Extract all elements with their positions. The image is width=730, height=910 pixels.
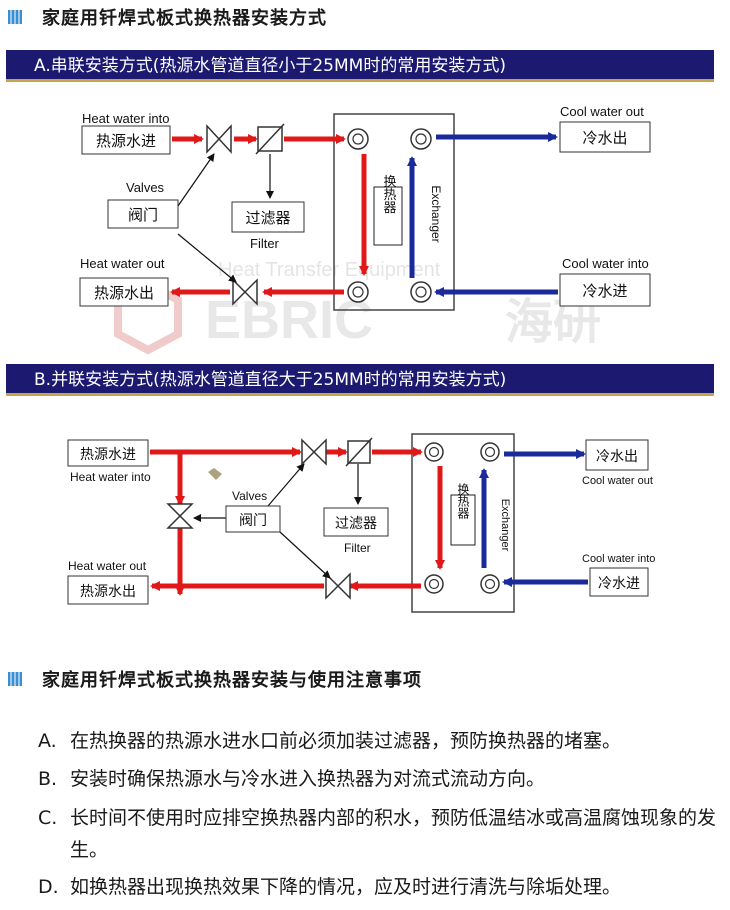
note-letter: A. bbox=[38, 730, 57, 752]
label-cool-in-en: Cool water into bbox=[562, 256, 649, 271]
section-title: 家庭用钎焊式板式换热器安装方式 bbox=[42, 8, 327, 29]
exchanger-body bbox=[333, 113, 455, 311]
label-valves-cn: 阀门 bbox=[128, 206, 158, 224]
port-cool-out-b bbox=[480, 442, 500, 462]
label-cool-in-cn-b: 冷水进 bbox=[598, 576, 640, 592]
watermark-subtitle: Heat Transfer Equipment bbox=[218, 259, 441, 281]
valve-outlet-icon bbox=[232, 278, 258, 306]
label-valves-en-b: Valves bbox=[232, 489, 267, 503]
box-cool-out bbox=[559, 121, 651, 153]
box-heat-in-b bbox=[67, 439, 149, 467]
note-text: 在热换器的热源水进水口前必须加装过滤器，预防换热器的堵塞。 bbox=[70, 730, 622, 752]
note-item: D. 如换热器出现换热效果下降的情况，应及时进行清洗与除垢处理。 bbox=[38, 871, 728, 903]
box-heat-out-b bbox=[67, 575, 149, 605]
note-text: 长时间不使用时应排空换热器内部的积水，预防低温结冰或高温腐蚀现象的发生。 bbox=[70, 807, 717, 861]
port-cool-in-b bbox=[480, 574, 500, 594]
watermark-brand: EBRIC bbox=[205, 290, 373, 350]
bullet-icon bbox=[8, 672, 22, 686]
decorative-mark bbox=[208, 468, 222, 480]
watermark: Heat Transfer Equipment EBRIC 海研 bbox=[114, 259, 601, 355]
exchanger-label-en: Exchanger bbox=[429, 185, 443, 242]
label-heat-out-cn: 热源水出 bbox=[94, 284, 154, 302]
exchanger-label-box bbox=[373, 186, 403, 246]
port-hot-in-b bbox=[424, 442, 444, 462]
port-cool-out bbox=[410, 128, 432, 150]
port-cool-in bbox=[410, 281, 432, 303]
label-heat-in-cn: 热源水进 bbox=[96, 132, 156, 150]
box-filter bbox=[231, 201, 305, 233]
filter-icon bbox=[255, 123, 285, 155]
section-header-precautions: 家庭用钎焊式板式换热器安装与使用注意事项 bbox=[0, 664, 422, 694]
pointer-valves-b-bottom bbox=[279, 531, 331, 579]
note-letter: B. bbox=[38, 768, 58, 790]
box-cool-in-b bbox=[589, 567, 649, 597]
filter-b-icon bbox=[345, 437, 373, 467]
note-item: A. 在热换器的热源水进水口前必须加装过滤器，预防换热器的堵塞。 bbox=[38, 725, 728, 757]
note-text: 安装时确保热源水与冷水进入换热器为对流式流动方向。 bbox=[70, 768, 546, 790]
note-item: B. 安装时确保热源水与冷水进入换热器为对流式流动方向。 bbox=[38, 763, 728, 795]
banner-series-installation: A.串联安装方式(热源水管道直径小于25MM时的常用安装方式) bbox=[6, 50, 714, 82]
box-heat-out bbox=[79, 277, 169, 307]
exchanger-label-cn: 换热器 bbox=[381, 175, 397, 215]
note-text: 如换热器出现换热效果下降的情况，应及时进行清洗与除垢处理。 bbox=[70, 876, 622, 898]
valve-inlet-icon bbox=[206, 124, 232, 154]
bullet-icon bbox=[8, 10, 22, 24]
box-cool-out-b bbox=[585, 439, 649, 471]
box-valves-b bbox=[225, 505, 281, 533]
pointer-valves-top bbox=[177, 153, 215, 207]
diagram-series-installation: Heat Transfer Equipment EBRIC 海研 换热器 Exc… bbox=[79, 104, 651, 355]
label-valves-cn-b: 阀门 bbox=[239, 513, 267, 529]
port-hot-in bbox=[347, 128, 369, 150]
exchanger-label-cn-b: 换热器 bbox=[456, 483, 470, 520]
port-hot-out bbox=[347, 281, 369, 303]
valve-outlet-b-icon bbox=[325, 572, 351, 600]
label-heat-out-en: Heat water out bbox=[80, 256, 165, 271]
box-valves bbox=[107, 199, 179, 229]
box-heat-in bbox=[81, 125, 171, 155]
label-cool-out-cn: 冷水出 bbox=[582, 129, 627, 147]
label-heat-out-en-b: Heat water out bbox=[68, 559, 147, 573]
exchanger-body-b bbox=[411, 433, 515, 613]
label-filter-cn: 过滤器 bbox=[245, 209, 290, 227]
exchanger-label-box-b bbox=[450, 494, 476, 546]
valve-inlet-b-icon bbox=[301, 438, 327, 466]
diagram-parallel-installation: 换热器 Exchanger 热源水进 Heat water into Valve… bbox=[67, 433, 655, 613]
port-hot-out-b bbox=[424, 574, 444, 594]
box-cool-in bbox=[559, 273, 651, 307]
label-cool-out-en: Cool water out bbox=[560, 104, 644, 119]
label-cool-in-en-b: Cool water into bbox=[582, 553, 655, 565]
pointer-valves-b-top bbox=[267, 463, 305, 507]
label-filter-cn-b: 过滤器 bbox=[335, 516, 377, 532]
label-heat-in-en: Heat water into bbox=[82, 111, 169, 126]
label-filter-en: Filter bbox=[250, 236, 280, 251]
label-heat-in-cn-b: 热源水进 bbox=[80, 447, 136, 463]
label-valves-en: Valves bbox=[126, 180, 165, 195]
note-letter: C. bbox=[38, 807, 58, 829]
label-filter-en-b: Filter bbox=[344, 541, 371, 555]
pointer-valves-bottom bbox=[177, 233, 237, 283]
label-cool-out-cn-b: 冷水出 bbox=[596, 449, 638, 465]
label-cool-out-en-b: Cool water out bbox=[582, 475, 653, 487]
label-heat-in-en-b: Heat water into bbox=[70, 470, 151, 484]
exchanger-label-en-b: Exchanger bbox=[499, 499, 511, 552]
note-item: C. 长时间不使用时应排空换热器内部的积水，预防低温结冰或高温腐蚀现象的发生。 bbox=[38, 802, 728, 861]
banner-parallel-installation: B.并联安装方式(热源水管道直径大于25MM时的常用安装方式) bbox=[6, 364, 714, 396]
section-header-installation: 家庭用钎焊式板式换热器安装方式 bbox=[0, 2, 327, 32]
note-letter: D. bbox=[38, 876, 59, 898]
label-heat-out-cn-b: 热源水出 bbox=[80, 584, 136, 600]
box-filter-b bbox=[323, 507, 389, 537]
valve-bypass-b-icon bbox=[166, 503, 194, 529]
section-title: 家庭用钎焊式板式换热器安装与使用注意事项 bbox=[42, 670, 422, 691]
label-cool-in-cn: 冷水进 bbox=[582, 282, 627, 300]
